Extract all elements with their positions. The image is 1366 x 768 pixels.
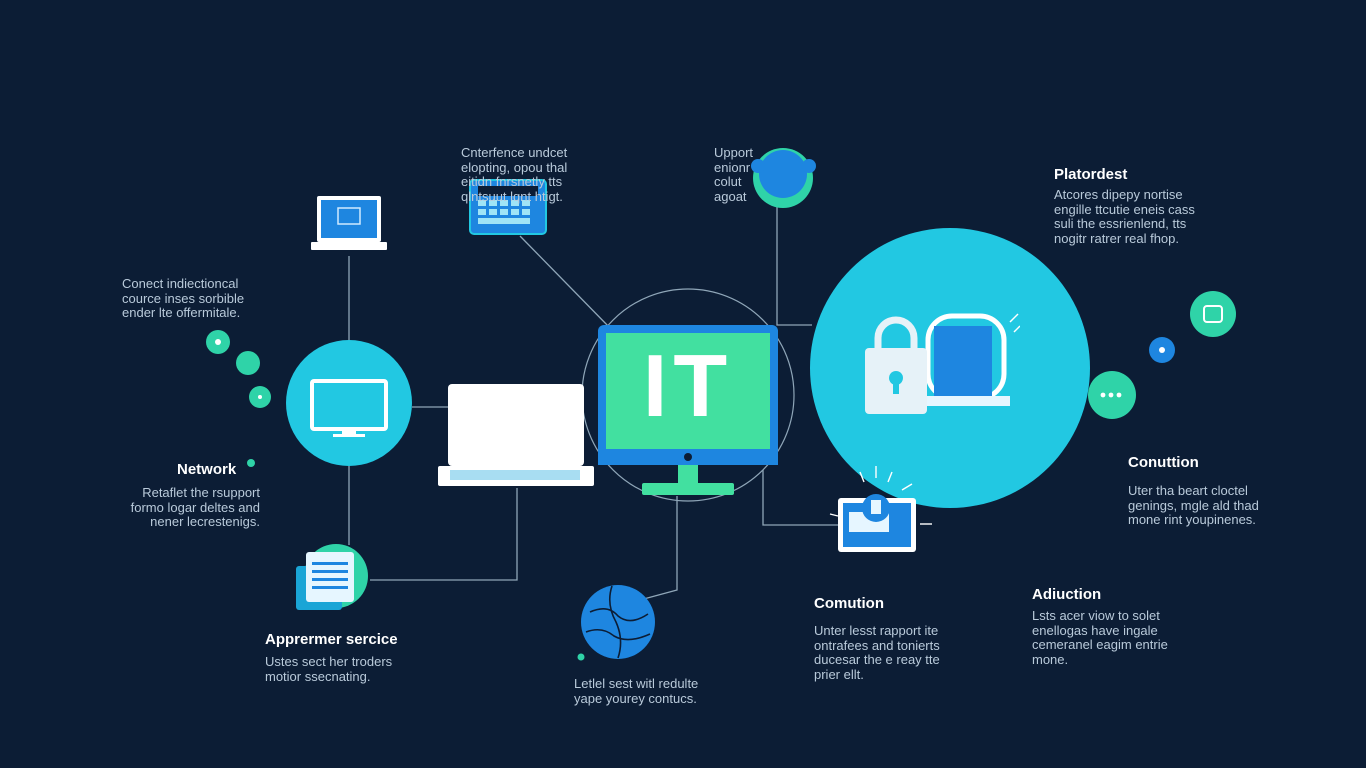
lock-icon [865, 313, 1020, 414]
conuttion-title: Conuttion [1128, 454, 1199, 471]
laptop-white-icon [438, 384, 594, 486]
globe-dot [577, 653, 585, 661]
decor-dots-right [1149, 291, 1236, 363]
comution-title: Comution [814, 595, 884, 612]
adiuction-title: Adiuction [1032, 586, 1102, 603]
laptop-icon [311, 196, 387, 250]
document-stack-icon [296, 544, 368, 610]
it-monitor-icon [598, 325, 778, 495]
comution-text: Unter lesst rapport ite ontrafees and to… [814, 623, 940, 682]
decor-dots-left [206, 330, 271, 408]
monitor-icon [286, 340, 412, 466]
network-title: Network [177, 461, 237, 478]
globe-icon [581, 585, 655, 659]
chat-bubble-icon [1088, 371, 1136, 419]
conuttion-text: Uter tha beart cloctel genings, mgle ald… [1128, 483, 1259, 527]
platordest-title: Platordest [1054, 166, 1128, 183]
network-text: Retaflet the rsupport formo logar deltes… [130, 485, 260, 529]
adiuction-text: Lsts acer viow to solet enellogas have i… [1032, 608, 1168, 667]
notification-card-icon [829, 466, 932, 552]
network-dot [247, 459, 255, 467]
center-label: IT [642, 336, 734, 435]
top-center-text: Cnterfence undcet elopting, opou thal ei… [461, 145, 568, 204]
platordest-text: Atcores dipepy nortise engille ttcutie e… [1054, 187, 1195, 246]
top-support-text: Upport enionr colut agoat [714, 145, 754, 204]
apprenner-title: Apprermer sercice [265, 631, 398, 648]
bottom-center-text: Letlel sest witl redulte yape yourey con… [574, 676, 699, 706]
keyboard-panel-icon [469, 179, 547, 235]
left-top-text: Conect indiectioncal cource inses sorbib… [122, 276, 245, 320]
support-badge-icon [751, 148, 816, 208]
apprenner-text: Ustes sect her troders motior ssecnating… [265, 654, 393, 684]
